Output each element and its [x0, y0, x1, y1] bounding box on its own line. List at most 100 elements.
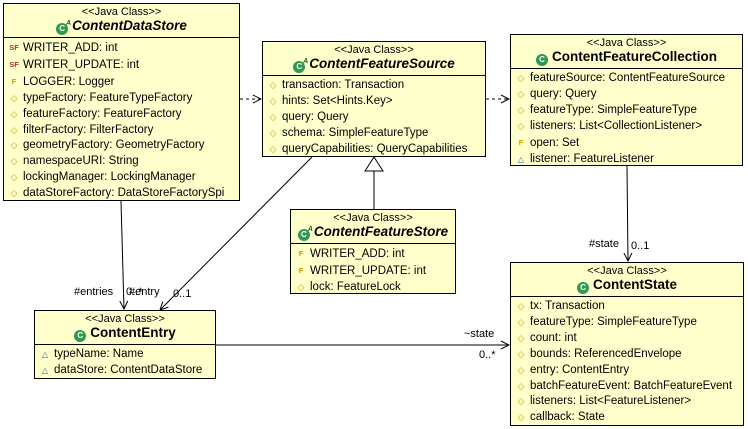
final-field-icon: F: [11, 76, 17, 86]
stereotype-label: <<Java Class>>: [587, 265, 667, 277]
package-field-icon: △: [41, 365, 49, 375]
edge-label-tilde-state-multiplicity: 0..*: [479, 349, 496, 361]
static-final-field-icon: SF: [9, 43, 19, 52]
field-text: query: Query: [282, 110, 349, 123]
field-row: ◇ featureSource: ContentFeatureSource: [511, 71, 742, 87]
protected-field-icon: ◇: [10, 172, 18, 183]
field-row: ◇lock: FeatureLock: [291, 280, 455, 296]
field-row: ◇ featureType: SimpleFeatureType: [511, 103, 742, 119]
class-icon: C: [74, 330, 87, 342]
field-row: ◇ geometryFactory: GeometryFactory: [4, 138, 239, 154]
field-row: ◇transaction: Transaction: [263, 78, 485, 94]
package-field-icon: △: [41, 350, 49, 359]
protected-field-icon: ◇: [10, 156, 18, 167]
edge-label-entry-multiplicity: 0..1: [173, 288, 192, 300]
field-row: ◇bounds: ReferencedEnvelope: [511, 347, 743, 363]
field-text: featureFactory: FeatureFactory: [23, 107, 182, 120]
stereotype-label: <<Java Class>>: [333, 212, 413, 224]
class-icon: C: [535, 54, 548, 66]
static-final-field-icon: SF: [9, 59, 19, 69]
field-row: ◇query: Query: [263, 110, 485, 126]
stereotype-label: <<Java Class>>: [85, 313, 165, 325]
field-row: ◇typeFactory: FeatureTypeFactory: [4, 91, 239, 107]
field-row: △typeName: Name: [35, 347, 215, 363]
field-text: entry: ContentEntry: [530, 363, 630, 376]
field-row: ◇ hints: Set<Hints.Key>: [263, 94, 485, 110]
protected-field-icon: ◇: [517, 120, 525, 131]
field-row: ◇ lockingManager: LockingManager: [4, 170, 239, 186]
field-text: hints: Set<Hints.Key>: [282, 94, 393, 107]
protected-field-icon: ◇: [10, 188, 18, 199]
field-text: batchFeatureEvent: BatchFeatureEvent: [530, 379, 733, 392]
field-text: geometryFactory: GeometryFactory: [23, 139, 205, 152]
field-list: ◇transaction: Transaction◇ hints: Set<Hin…: [263, 76, 485, 158]
field-text: open: Set: [530, 136, 580, 149]
field-list: △typeName: Name△dataStore: ContentDataSt…: [35, 345, 215, 379]
field-text: query: Query: [530, 87, 597, 100]
field-text: listeners: List<CollectionListener>: [530, 119, 702, 132]
edge-label-tilde-state: ~state: [464, 328, 495, 340]
protected-field-icon: ◇: [517, 364, 525, 375]
field-row: ◇ query: Query: [511, 87, 742, 103]
field-row: ◇queryCapabilities: QueryCapabilities: [263, 142, 485, 158]
field-text: listener: FeatureListener: [530, 152, 655, 165]
field-text: WRITER_ADD: int: [310, 248, 405, 260]
field-row: ◇schema: SimpleFeatureType: [263, 126, 485, 142]
field-text: LOGGER: Logger: [23, 75, 115, 88]
protected-field-icon: ◇: [10, 124, 18, 135]
field-row: ◇ listeners: List<CollectionListener>: [511, 119, 742, 135]
field-text: dataStoreFactory: DataStoreFactorySpi: [23, 187, 225, 200]
field-row: ◇ listeners: List<FeatureListener>: [511, 394, 743, 410]
protected-field-icon: ◇: [517, 104, 525, 115]
field-text: lockingManager: LockingManager: [23, 171, 196, 184]
field-text: WRITER_ADD: int: [23, 42, 118, 54]
edge-label-entries: #entries: [74, 286, 114, 298]
protected-field-icon: ◇: [517, 380, 525, 391]
protected-field-icon: ◇: [517, 301, 525, 311]
field-text: tx: Transaction: [530, 300, 605, 312]
field-text: transaction: Transaction: [282, 79, 405, 91]
field-text: namespaceURI: String: [23, 155, 139, 168]
field-text: queryCapabilities: QueryCapabilities: [282, 142, 468, 155]
field-text: dataStore: ContentDataStore: [54, 363, 203, 376]
protected-field-icon: ◇: [517, 73, 525, 83]
field-row: SF WRITER_ADD: int: [4, 40, 239, 57]
field-text: featureSource: ContentFeatureSource: [530, 72, 725, 84]
edge-label-state-multiplicity: 0..1: [631, 240, 650, 252]
final-field-icon: F: [298, 249, 304, 258]
field-text: featureType: SimpleFeatureType: [530, 103, 697, 116]
field-row: ◇featureFactory: FeatureFactory: [4, 107, 239, 123]
field-text: featureType: SimpleFeatureType: [530, 315, 697, 328]
field-row: △ dataStore: ContentDataStore: [35, 363, 215, 379]
field-row: ◇ tx: Transaction: [511, 299, 743, 315]
protected-field-icon: ◇: [517, 88, 525, 99]
protected-field-icon: ◇: [517, 412, 525, 423]
field-text: listeners: List<FeatureListener>: [530, 395, 692, 408]
field-row: ◇ dataStoreFactory: DataStoreFactorySpi: [4, 186, 239, 202]
field-text: filterFactory: FilterFactory: [23, 123, 154, 136]
protected-field-icon: ◇: [517, 396, 525, 407]
protected-field-icon: ◇: [517, 332, 525, 343]
protected-field-icon: ◇: [297, 281, 305, 292]
field-text: callback: State: [530, 411, 605, 424]
field-row: ◇ batchFeatureEvent: BatchFeatureEvent: [511, 379, 743, 395]
field-row: ◇count: int: [511, 331, 743, 347]
protected-field-icon: ◇: [269, 95, 277, 106]
field-row: ◇ filterFactory: FilterFactory: [4, 123, 239, 139]
protected-field-icon: ◇: [10, 140, 18, 151]
field-row: ◇ callback: State: [511, 410, 743, 426]
association-datastore-entry: [121, 200, 124, 309]
field-text: typeFactory: FeatureTypeFactory: [23, 91, 193, 104]
